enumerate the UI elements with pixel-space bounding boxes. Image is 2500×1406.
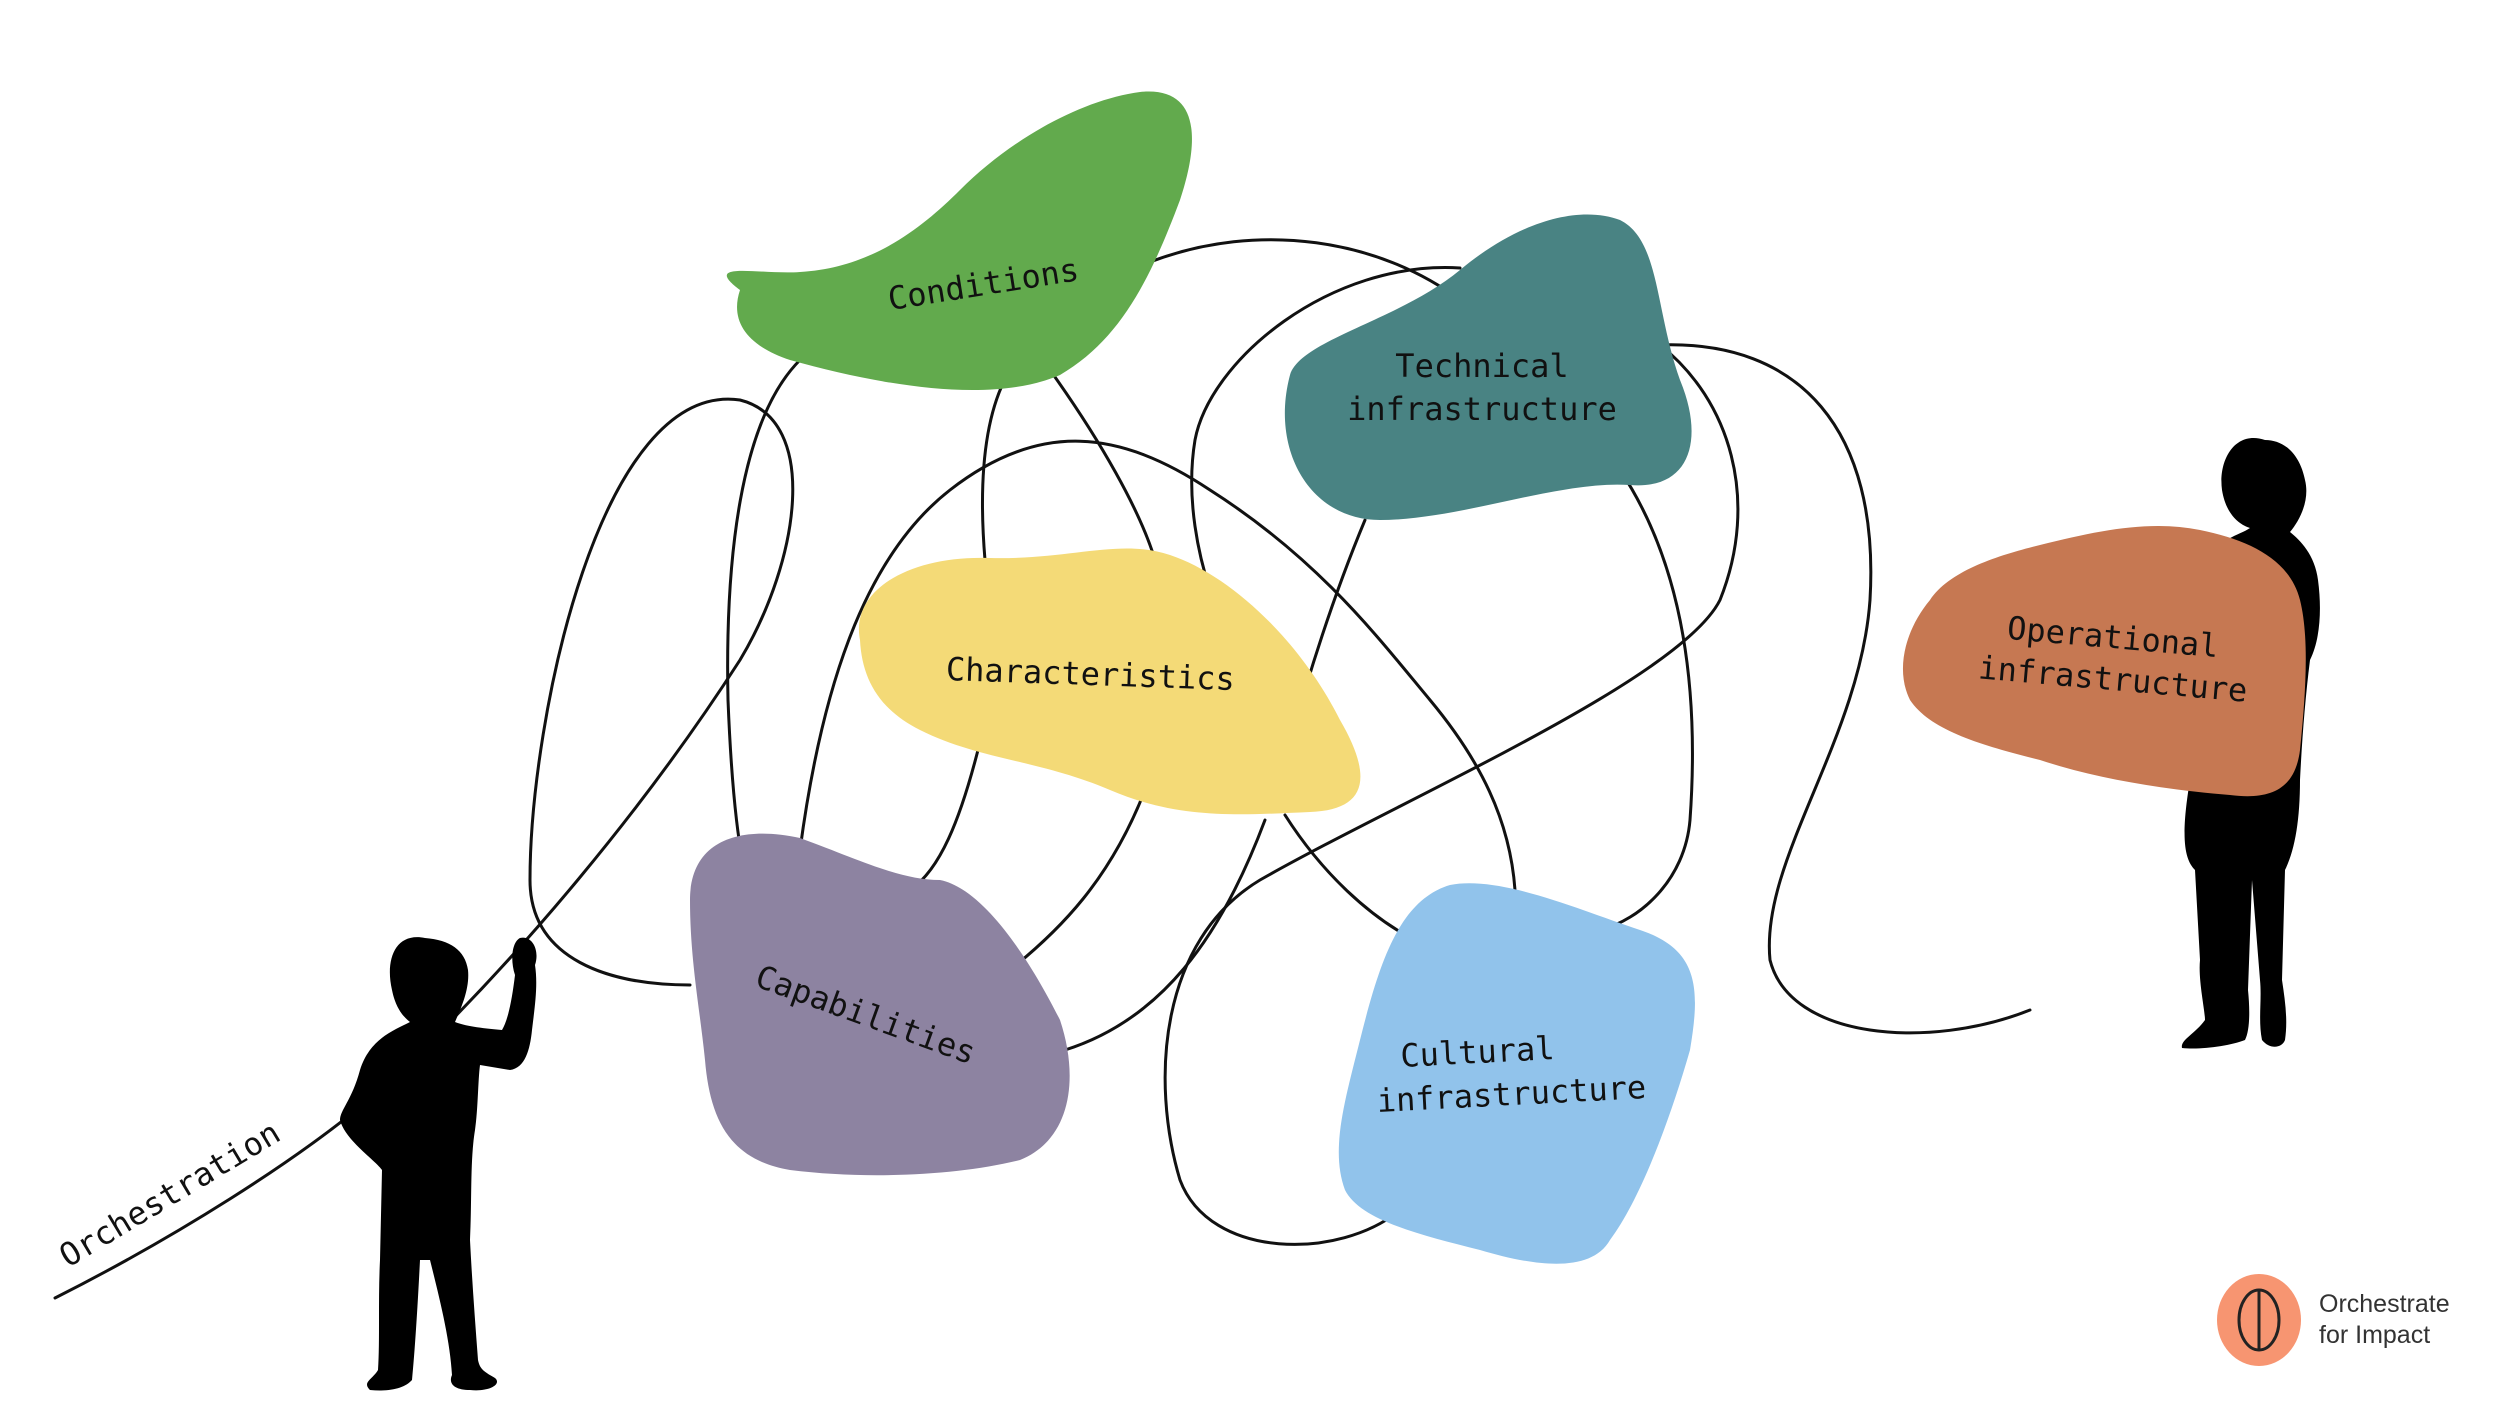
brain-oval-logo-icon [2217,1274,2301,1366]
blob-capabilities: Capabilities [690,833,1070,1176]
technical-label-line2: infrastructure [1347,390,1617,428]
blob-cultural-infrastructure: Cultural infrastructure [1338,883,1695,1264]
puller-silhouette [340,937,537,1391]
brand-line1: Orchestrate [2319,1290,2450,1318]
technical-shape [1284,214,1692,520]
person-pulling-string [340,937,537,1391]
brand-mark: Orchestrate for Impact [2215,1270,2450,1370]
orchestration-label: Orchestration [53,1113,287,1275]
conditions-shape [726,91,1192,391]
capabilities-shape [690,833,1070,1176]
operational-block-shape [1902,525,2306,797]
blob-conditions: Conditions [726,91,1192,391]
blob-technical-infrastructure: Technical infrastructure [1284,214,1692,520]
cultural-label-line1: Cultural [1399,1029,1555,1075]
brand-line2: for Impact [2319,1321,2431,1349]
brand-name: Orchestrate for Impact [2319,1289,2450,1351]
person-carrying-block: Operational infrastructure [1902,438,2320,1049]
technical-label-line1: Technical [1395,347,1568,385]
cultural-shape [1338,883,1695,1264]
characteristics-shape [858,548,1361,815]
blob-characteristics: Characteristics [858,548,1361,815]
